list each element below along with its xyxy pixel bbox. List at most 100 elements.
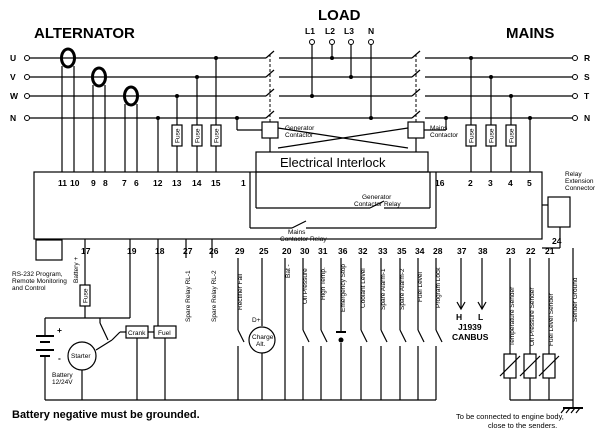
svg-text:Fuse: Fuse: [489, 128, 496, 143]
crank-label: Crank: [128, 330, 146, 337]
fuel-level-label: Fuel Level: [417, 271, 424, 302]
spare-relay-rl1-label: Spare Relay RL-1: [185, 270, 192, 322]
bottom-terminal-numbers: 17 19 18 27 26 29 25 20 30 31 36 32 33 3…: [81, 246, 555, 256]
sender-ground-label: Sender Ground: [572, 277, 579, 322]
terminal-28: 28: [433, 246, 443, 256]
fuses: Fuse Fuse Fuse Fuse Fuse Fuse: [171, 124, 517, 147]
svg-text:Fuse: Fuse: [195, 128, 202, 143]
terminal-12: 12: [153, 178, 163, 188]
mains-line-t: T: [584, 91, 590, 101]
battery-plus-sign: +: [57, 325, 62, 335]
digital-inputs: Oil Pressure High Temp. Emergency Stop C…: [45, 258, 443, 401]
svg-text:Fuse: Fuse: [214, 128, 221, 143]
alternator-line-v: V: [10, 72, 16, 82]
alternator-sense: [156, 56, 218, 172]
ct-w-icon: [123, 85, 139, 107]
battery-minus-sign: -: [58, 353, 61, 363]
terminal-26: 26: [209, 246, 219, 256]
terminal-13: 13: [172, 178, 182, 188]
high-temp-label: High Temp.: [320, 267, 327, 300]
interlock-wiring: Electrical Interlock: [235, 116, 448, 173]
load-terminals: L1 L2 L3 N: [305, 26, 374, 120]
terminal-2: 2: [468, 178, 473, 188]
load-title: LOAD: [318, 7, 361, 24]
canbus: H L J1939 CANBUS: [452, 258, 489, 342]
mains-lines: R S T N: [425, 53, 590, 172]
emergency-stop-label: Emergency Stop: [340, 264, 347, 312]
footer-left: Battery negative must be grounded.: [12, 409, 200, 421]
mains-line-r: R: [584, 53, 590, 63]
terminal-19: 19: [127, 246, 137, 256]
alternator-line-u: U: [10, 53, 16, 63]
terminal-23: 23: [506, 246, 516, 256]
terminal-14: 14: [192, 178, 202, 188]
terminal-17: 17: [81, 246, 91, 256]
terminal-8: 8: [103, 178, 108, 188]
terminal-29: 29: [235, 246, 245, 256]
load-terminal-l2-label: L2: [325, 26, 335, 36]
terminal-9: 9: [91, 178, 96, 188]
oil-pressure-sender-label: Oil Pressure Sender: [529, 287, 536, 346]
terminal-36: 36: [338, 246, 348, 256]
spare-relay-rl2-label: Spare Relay RL-2: [211, 270, 218, 322]
electrical-interlock-label: Electrical Interlock: [280, 155, 386, 170]
alternator-line-w: W: [10, 91, 19, 101]
terminal-22: 22: [526, 246, 536, 256]
mains-line-s: S: [584, 72, 590, 82]
footer-right-line1: To be connected to engine body,: [456, 412, 564, 421]
generator-contactor-coil: [261, 121, 279, 139]
battery-plus-wiring: Battery + Fuse: [45, 239, 159, 332]
ct-v-icon: [91, 66, 107, 88]
load-terminal-l3-label: L3: [344, 26, 354, 36]
terminal-15: 15: [211, 178, 221, 188]
fuse-13: [171, 124, 183, 147]
terminal-31: 31: [318, 246, 328, 256]
spare-alarm-1-label: Spare Alarm-1: [380, 268, 387, 310]
terminal-7: 7: [122, 178, 127, 188]
battery-plus-label: Battery +: [73, 257, 80, 283]
terminal-33: 33: [378, 246, 388, 256]
load-terminal-n-label: N: [368, 26, 374, 36]
footer-right-line2: close to the senders.: [488, 421, 557, 430]
program-lock-label: Program Lock: [435, 267, 442, 308]
svg-text:Fuse: Fuse: [175, 128, 182, 143]
terminal-1: 1: [241, 178, 246, 188]
j1939-label: J1939: [458, 322, 482, 332]
load-terminal-l1-label: L1: [305, 26, 315, 36]
emergency-stop-icon: [338, 337, 344, 343]
terminal-21: 21: [545, 246, 555, 256]
alternator-line-n: N: [10, 113, 16, 123]
terminal-35: 35: [397, 246, 407, 256]
senders: Temperature Sender Oil Pressure Sender F…: [499, 248, 583, 414]
terminal-5: 5: [527, 178, 532, 188]
dplus-label: D+: [252, 317, 261, 324]
spare-alarm-2-label: Spare Alarm-2: [399, 268, 406, 310]
canbus-l-label: L: [478, 312, 483, 322]
terminal-38: 38: [478, 246, 488, 256]
terminal-16: 16: [435, 178, 445, 188]
starter-circuit: Starter Crank Fuel: [67, 318, 177, 400]
terminal-24: 24: [552, 236, 562, 246]
mains-title: MAINS: [506, 25, 554, 42]
mains-line-n: N: [584, 113, 590, 123]
mains-contactor-coil: [407, 121, 425, 139]
terminal-37: 37: [457, 246, 467, 256]
fuel-level-sender-label: Fuel Level Sender: [548, 292, 555, 346]
temperature-sender-label: Temperature Sender: [509, 286, 516, 346]
terminal-6: 6: [134, 178, 139, 188]
terminal-34: 34: [415, 246, 425, 256]
coolant-level-label: Coolant Level: [360, 268, 367, 308]
starter-label: Starter: [71, 353, 91, 360]
